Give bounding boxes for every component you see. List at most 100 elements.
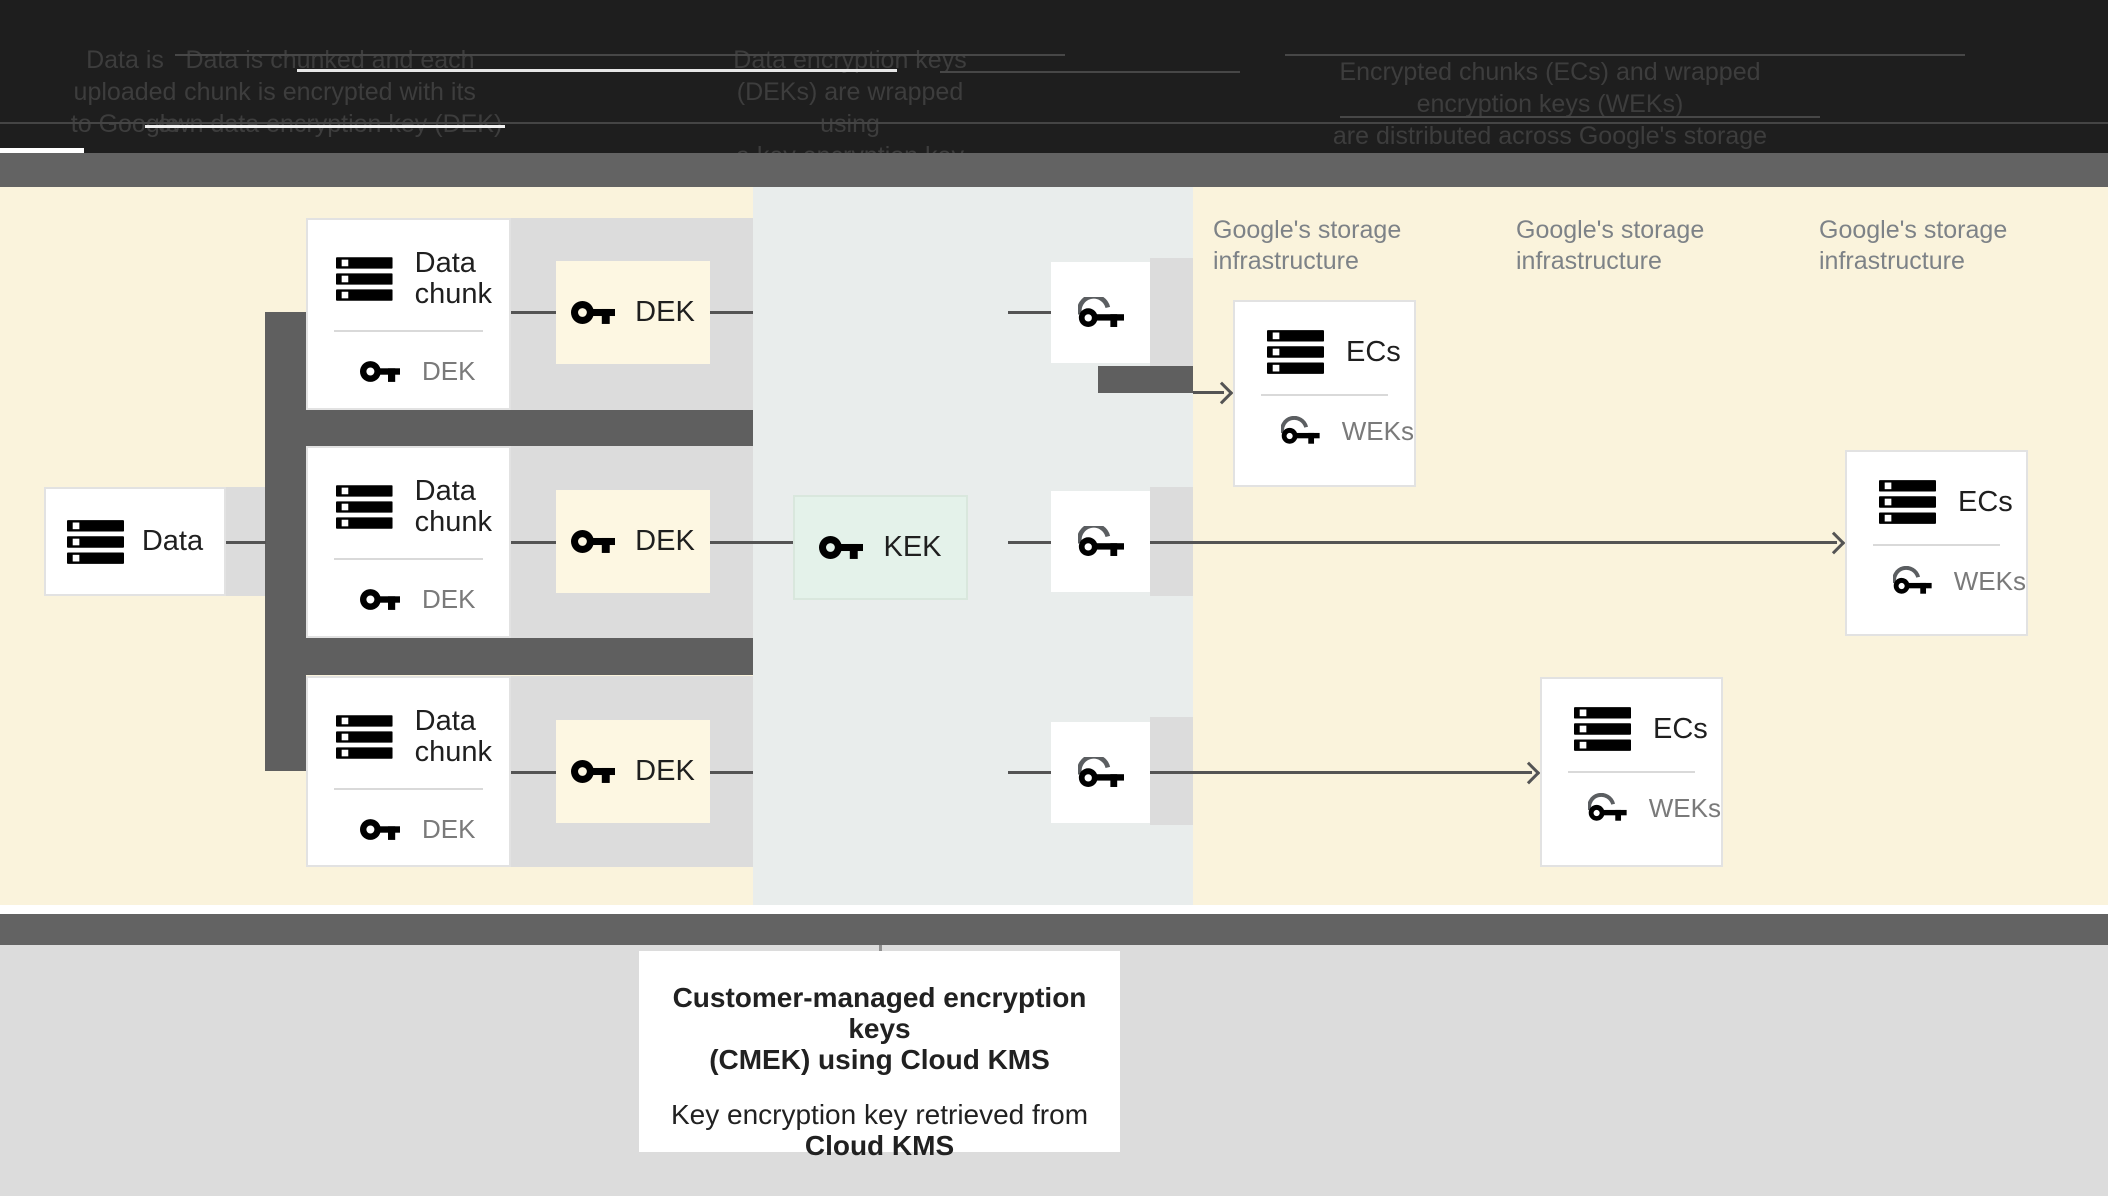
caption-title-line: Customer-managed encryption keys [672, 982, 1087, 1044]
header-step-1-line: to Google [70, 110, 180, 138]
divider [1873, 544, 2000, 546]
divider [334, 558, 483, 560]
storage-label-line: infrastructure [1819, 247, 1965, 275]
divider [1261, 394, 1388, 396]
divider [334, 330, 483, 332]
header-step-2-line: chunk is encrypted with its [184, 78, 476, 106]
storage-label-1: Google's storage infrastructure [1213, 215, 1401, 277]
wrap-key-box-1 [1051, 262, 1150, 363]
fanout-horizontal-bar-1 [265, 410, 753, 446]
caption-body-bold: Cloud KMS [804, 1130, 955, 1161]
connector-line [511, 541, 556, 544]
key-icon [360, 589, 400, 610]
header-artifact-line [145, 125, 505, 128]
chunk-dek-label: DEK [422, 356, 476, 386]
key-icon [360, 361, 400, 382]
kek-label: KEK [883, 531, 942, 563]
dek-label: DEK [635, 296, 695, 328]
wrapped-key-icon [1588, 793, 1627, 824]
storage-label-2: Google's storage infrastructure [1516, 215, 1704, 277]
ecs-box-2: ECs WEKs [1845, 450, 2028, 636]
connector-line [710, 771, 753, 774]
ecs-box-3: ECs WEKs [1540, 677, 1723, 867]
data-label: Data [141, 525, 204, 557]
header-artifact-line [940, 71, 1240, 73]
weks-label: WEKs [1648, 793, 1721, 823]
top-gray-bar [0, 153, 2108, 187]
header-step-1-line: uploaded [73, 78, 177, 106]
data-chunk-icon [336, 715, 393, 759]
header-artifact-line [1340, 116, 1820, 118]
connector-line [710, 311, 753, 314]
data-icon [1267, 330, 1324, 374]
wrapped-key-icon [1893, 566, 1932, 597]
key-icon [819, 536, 863, 559]
wrapped-key-icon [1078, 757, 1124, 788]
arrow-line [1193, 391, 1224, 394]
data-chunk-icon [336, 257, 393, 301]
key-icon [571, 301, 615, 324]
cmek-caption-box: Customer-managed encryption keys (CMEK) … [639, 951, 1120, 1161]
connector-line [511, 311, 556, 314]
connector-line [710, 541, 793, 544]
data-chunk-label: Data chunk [414, 475, 493, 538]
wrapped-key-icon [1281, 416, 1320, 447]
ecs-label: ECs [1653, 712, 1708, 745]
header-step-2-line: own data encryption key (DEK) [157, 110, 503, 138]
chunk-dek-label: DEK [422, 814, 476, 844]
connector-line [1008, 541, 1051, 544]
storage-label-line: infrastructure [1213, 247, 1359, 275]
connector-line [1008, 311, 1051, 314]
data-chunk-label: Data chunk [414, 705, 493, 768]
header-step-3-line: (DEKs) are wrapped using [736, 78, 964, 138]
data-chunk-box-2: Data chunk DEK [306, 446, 511, 638]
header-notch [0, 148, 84, 153]
header-step-1-line: Data is [86, 46, 164, 74]
connector-line [226, 541, 266, 544]
key-icon [571, 530, 615, 553]
ecs-label: ECs [1958, 485, 2013, 518]
weks-label: WEKs [1341, 416, 1414, 446]
data-icon [1879, 480, 1936, 524]
storage-label-line: Google's storage [1213, 216, 1402, 244]
caption-gap [639, 1075, 1120, 1099]
connector-line [1008, 771, 1051, 774]
arrow-line [1150, 771, 1532, 774]
key-icon [571, 760, 615, 783]
fanout-vertical-bar [265, 312, 306, 771]
bottom-gray-bar [0, 914, 2108, 945]
divider [334, 788, 483, 790]
data-icon [67, 520, 124, 564]
storage-label-line: infrastructure [1516, 247, 1662, 275]
dek-label: DEK [635, 525, 695, 557]
header-band: Data is uploaded to Google Data is chunk… [0, 0, 2108, 202]
caption-title-line: (CMEK) using Cloud KMS [709, 1044, 1050, 1075]
wrap-band-1 [1150, 258, 1193, 366]
header-step-2: Data is chunked and each chunk is encryp… [140, 44, 520, 140]
wrapped-key-icon [1078, 526, 1124, 557]
distribution-bar [1098, 366, 1193, 393]
storage-label-3: Google's storage infrastructure [1819, 215, 2007, 277]
header-artifact-line [1285, 54, 1965, 56]
dek-label: DEK [635, 755, 695, 787]
weks-label: WEKs [1953, 566, 2026, 596]
fanout-horizontal-bar-2 [265, 638, 753, 675]
wrap-key-box-3 [1051, 722, 1150, 823]
data-icon [1574, 707, 1631, 751]
dek-box-1: DEK [556, 261, 710, 364]
data-chunk-icon [336, 485, 393, 529]
ecs-box-1: ECs WEKs [1233, 300, 1416, 487]
storage-label-line: Google's storage [1819, 216, 2008, 244]
arrow-line [1150, 541, 1837, 544]
caption-body-line: Key encryption key retrieved from [670, 1099, 1089, 1130]
header-artifact-line [0, 122, 2108, 124]
wrap-key-box-2 [1051, 491, 1150, 592]
data-box: Data [44, 487, 226, 596]
header-artifact-line [297, 69, 897, 72]
data-chunk-box-1: Data chunk DEK [306, 218, 511, 410]
divider [1568, 771, 1695, 773]
header-step-1: Data is uploaded to Google [65, 44, 185, 140]
kek-box: KEK [793, 495, 968, 600]
header-step-4-line: Encrypted chunks (ECs) and wrapped encry… [1339, 58, 1761, 118]
